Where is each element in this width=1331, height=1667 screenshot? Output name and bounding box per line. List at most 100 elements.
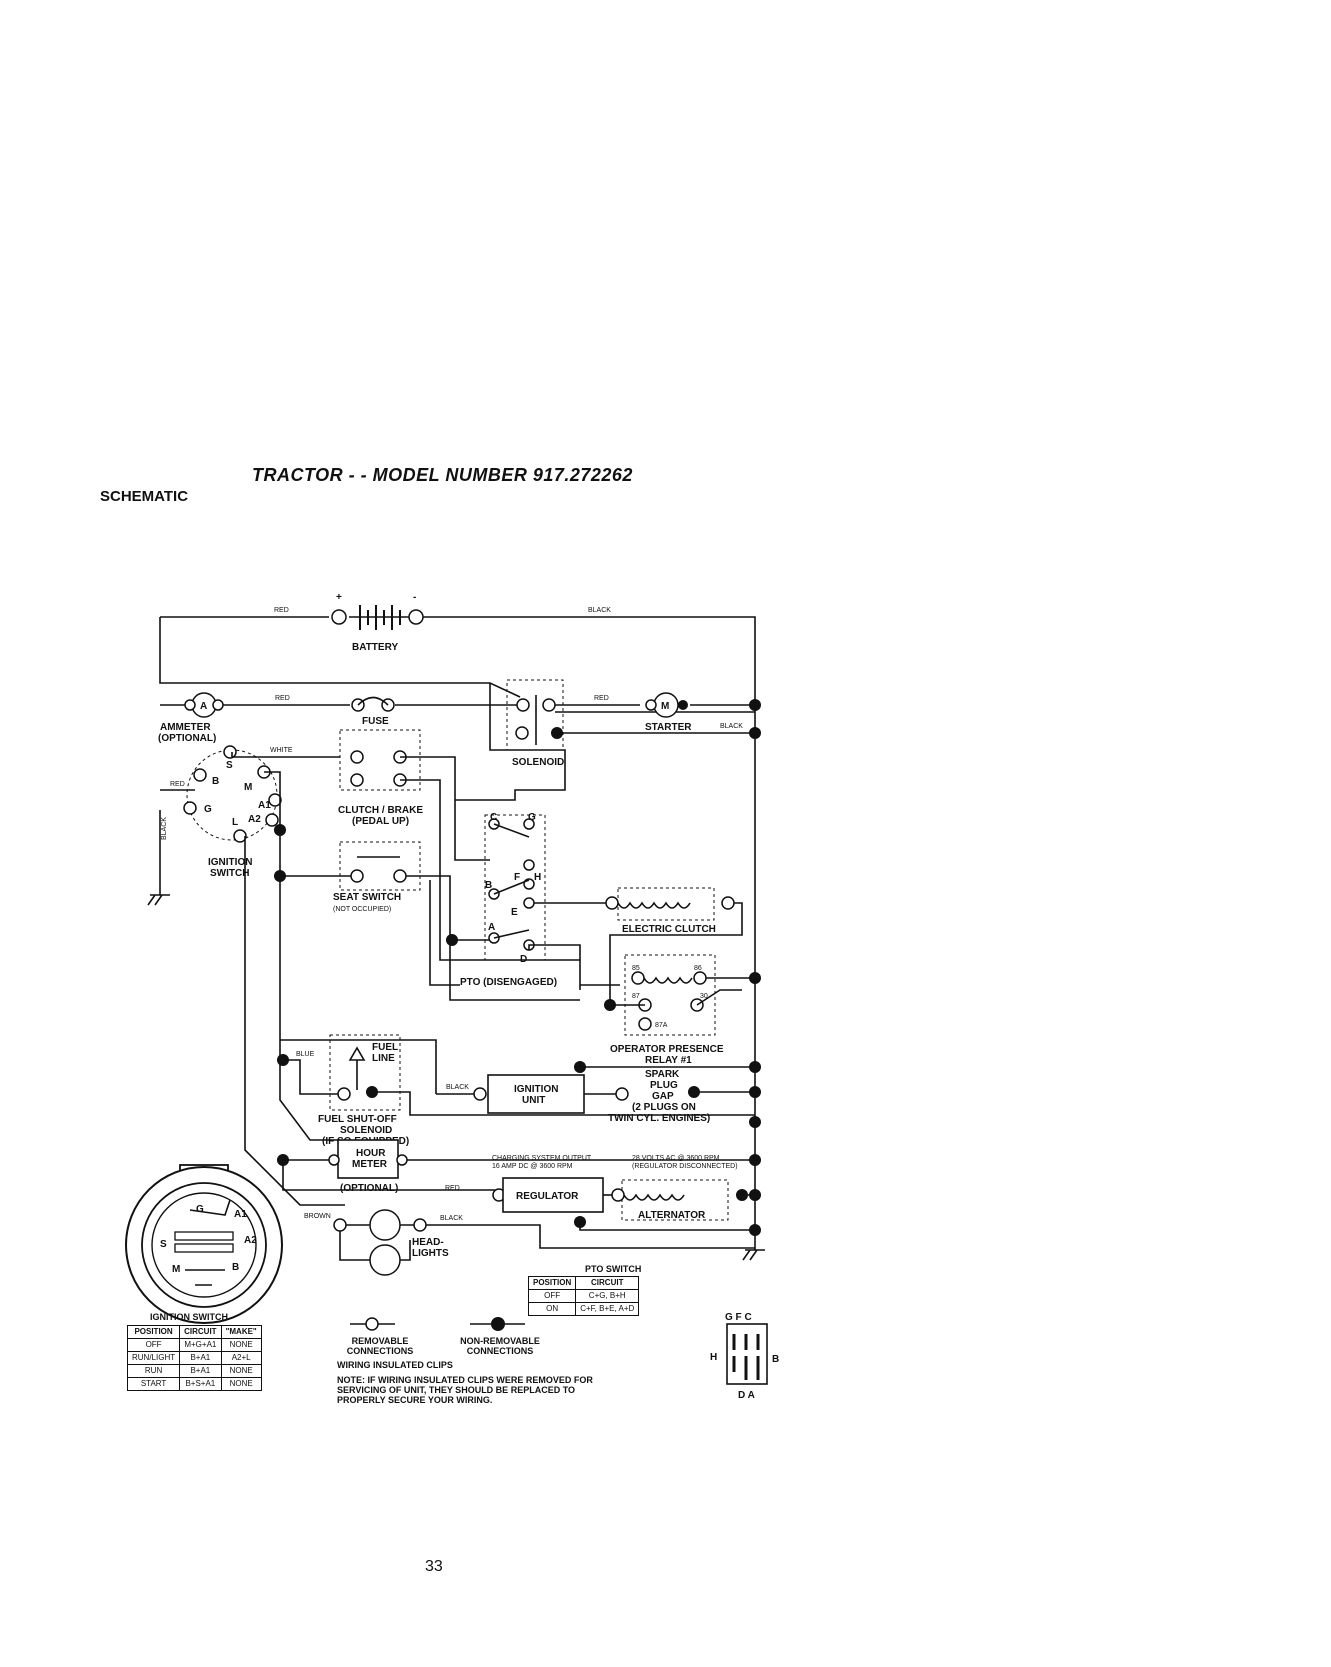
ignition-terminal-g <box>183 801 197 815</box>
ground-dot-2 <box>749 727 761 739</box>
headlight-terminal-2 <box>413 1218 427 1232</box>
table-header-cell: "MAKE" <box>220 1325 262 1339</box>
wire-black-label: BLACK <box>588 607 611 614</box>
pto-f-label: F <box>514 872 520 883</box>
connector-right-label: B <box>772 1354 779 1365</box>
ignition-unit-section: FUEL LINE BLUE FUEL SHUT-OFF SOLENOID (I… <box>277 1034 761 1147</box>
seat-switch-label: SEAT SWITCH <box>333 892 401 903</box>
volts-label-1: 28 VOLTS AC @ 3600 RPM <box>632 1155 720 1162</box>
power-row: A AMMETER (OPTIONAL) RED FUSE SOLENOID B… <box>158 679 761 768</box>
electric-clutch-terminal-1 <box>605 896 619 910</box>
table-header-cell: POSITION <box>126 1325 181 1339</box>
relay-30-label: 30 <box>700 993 708 1000</box>
ground-icon-2 <box>742 1249 765 1261</box>
table-cell: OFF <box>126 1338 181 1352</box>
fuel-solenoid-dot <box>366 1086 378 1098</box>
relay-terminal-87a <box>638 1017 652 1031</box>
charging-section: HOUR METER (OPTIONAL) CHARGING SYSTEM OU… <box>277 1139 765 1261</box>
ignition-switch-label-1: IGNITION <box>208 857 252 868</box>
operator-presence-relay: 85 86 87 30 87A OPERATOR PRESENCE RELAY … <box>604 954 761 1066</box>
alternator-dot <box>736 1189 748 1201</box>
table-cell: B+S+A1 <box>179 1377 222 1391</box>
pto-terminal-g <box>523 818 535 830</box>
ignition-unit-box <box>487 1074 585 1114</box>
alternator-label: ALTERNATOR <box>638 1210 706 1221</box>
clutch-brake-label-2: (PEDAL UP) <box>352 816 409 827</box>
ammeter-terminal-left <box>184 699 196 711</box>
ignition-terminal-l <box>233 829 247 843</box>
note-line-1: NOTE: IF WIRING INSULATED CLIPS WERE REM… <box>337 1375 593 1385</box>
relay-87-label: 87 <box>632 993 640 1000</box>
ignition-terminal-a2 <box>265 813 279 827</box>
relay-terminal-85 <box>631 971 645 985</box>
table-cell: C+F, B+E, A+D <box>575 1302 640 1316</box>
battery-label: BATTERY <box>352 642 398 653</box>
wire-black-label-2: BLACK <box>720 723 743 730</box>
pto-a-label: A <box>488 922 495 933</box>
pto-switch-table: POSITION CIRCUIT OFF C+G, B+H ON C+F, B+… <box>527 1276 640 1316</box>
wiring-note: NOTE: IF WIRING INSULATED CLIPS WERE REM… <box>337 1375 593 1405</box>
fuel-line-label-1: FUEL <box>372 1042 398 1053</box>
headlight-bulb-icon-1 <box>369 1209 401 1241</box>
wire-red-label: RED <box>274 607 289 614</box>
starter-terminal <box>645 699 657 711</box>
wire-black-label-5: BLACK <box>440 1215 463 1222</box>
wire-brown-label: BROWN <box>304 1213 331 1220</box>
relay-85-label: 85 <box>632 965 640 972</box>
fuel-solenoid-label-1: FUEL SHUT-OFF <box>318 1114 397 1125</box>
wire-red-label-5: RED <box>445 1185 460 1192</box>
spark-label-2: PLUG <box>650 1080 678 1091</box>
battery-icon <box>359 605 401 630</box>
ignition-switch-caption: IGNITION SWITCH <box>150 1312 228 1322</box>
face-s-label: S <box>160 1239 167 1250</box>
ammeter-symbol: A <box>200 701 207 712</box>
table-cell: RUN/LIGHT <box>126 1351 181 1365</box>
table-row: OFF C+G, B+H <box>527 1289 640 1303</box>
pto-disengaged-label: PTO (DISENGAGED) <box>460 977 557 988</box>
relay-87a-label: 87A <box>655 1022 668 1029</box>
solenoid-box <box>506 679 564 751</box>
fuel-solenoid-box <box>329 1034 401 1111</box>
table-header-row: POSITION CIRCUIT "MAKE" <box>126 1325 262 1339</box>
ignition-l-label: L <box>232 817 238 828</box>
face-a2-label: A2 <box>244 1235 257 1246</box>
seat-terminal-1 <box>350 869 364 883</box>
fuse-label: FUSE <box>362 716 389 727</box>
table-header-row: POSITION CIRCUIT <box>527 1276 640 1290</box>
ignition-a1-label: A1 <box>258 800 271 811</box>
battery-circuit: + - BATTERY RED BLACK <box>159 592 756 1240</box>
clutch-brake-label: CLUTCH / BRAKE <box>338 805 423 816</box>
table-row: ON C+F, B+E, A+D <box>527 1302 640 1316</box>
page-title: TRACTOR - - MODEL NUMBER 917.272262 <box>252 465 633 485</box>
regulator-box <box>502 1177 604 1213</box>
electric-clutch-terminal-2 <box>721 896 735 910</box>
non-removable-label-line-2: CONNECTIONS <box>466 1346 534 1356</box>
headlights-label-1: HEAD- <box>412 1237 444 1248</box>
seat-switch-label-2: (NOT OCCUPIED) <box>333 906 391 913</box>
table-row: OFF M+G+A1 NONE <box>126 1338 262 1352</box>
seat-terminal-2 <box>393 869 407 883</box>
pto-switch-caption: PTO SWITCH <box>585 1264 642 1274</box>
pto-d-label: D <box>520 954 527 965</box>
fuel-line-label-2: LINE <box>372 1053 395 1064</box>
spark-label-1: SPARK <box>645 1069 680 1080</box>
face-a1-label: A1 <box>234 1209 247 1220</box>
table-cell: M+G+A1 <box>179 1338 222 1352</box>
removable-connection-icon <box>365 1317 379 1331</box>
ignition-a2-label: A2 <box>248 814 261 825</box>
ignition-g-label: G <box>204 804 212 815</box>
non-removable-connections-label: NON-REMOVABLE CONNECTIONS <box>440 1336 560 1356</box>
note-line-3: PROPERLY SECURE YOUR WIRING. <box>337 1395 493 1405</box>
fuel-solenoid-terminal <box>337 1087 351 1101</box>
charging-output-label-1: CHARGING SYSTEM OUTPUT <box>492 1155 592 1162</box>
table-cell: NONE <box>220 1364 262 1378</box>
ignition-s-label: S <box>226 760 233 771</box>
battery-plus-label: + <box>336 592 342 603</box>
removable-label-line-1: REMOVABLE <box>351 1336 409 1346</box>
pto-b-label: B <box>485 880 492 891</box>
wire-red-label-2: RED <box>275 695 290 702</box>
junction-dot-1 <box>274 824 286 836</box>
table-cell: B+A1 <box>179 1364 222 1378</box>
ground-dot-4 <box>749 1061 761 1073</box>
